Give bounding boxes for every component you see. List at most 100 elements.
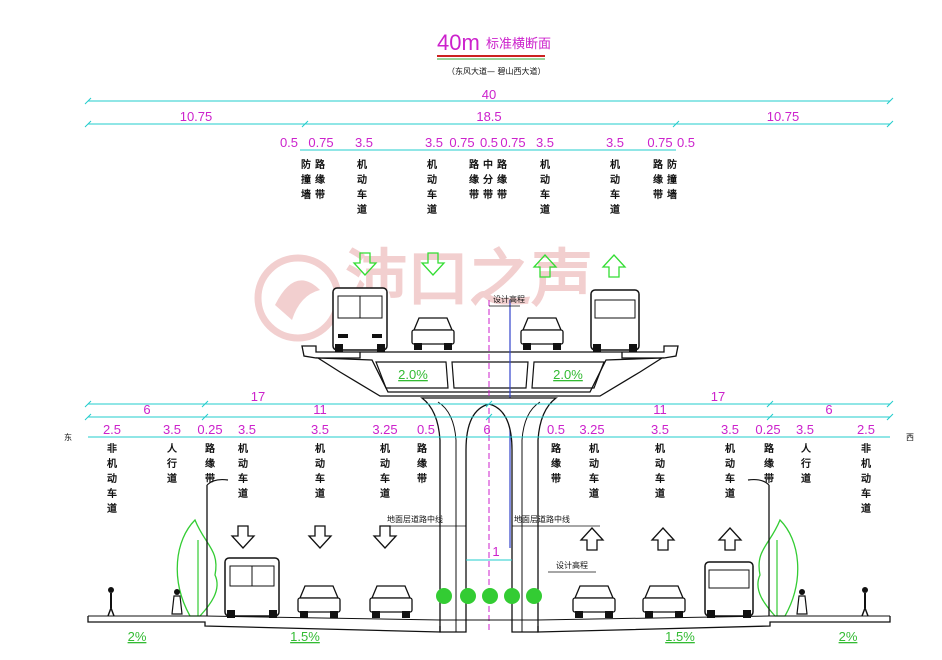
dim-bottom-lane: 3.5 xyxy=(163,422,181,437)
dim-bottom-lane: 3.25 xyxy=(579,422,604,437)
dim-top-lane: 0.5 xyxy=(480,135,498,150)
dim-bottom-lane: 3.25 xyxy=(372,422,397,437)
dim-half-right: 17 xyxy=(711,389,725,404)
ground-vehicles xyxy=(224,557,754,618)
dim-top-lane: 0.5 xyxy=(677,135,695,150)
lane-label: 机动车道 xyxy=(655,442,665,500)
bottom-dimension-lines: 17 17 6 11 11 6 东 西 xyxy=(64,389,914,442)
dim-half-left: 17 xyxy=(251,389,265,404)
person-icon xyxy=(796,589,808,615)
lane-label: 路缘带 xyxy=(315,158,326,201)
dim-bottom-lane: 0.25 xyxy=(755,422,780,437)
title-block: 40m 标准横断面 （东风大道— 碧山西大道） xyxy=(437,30,551,76)
dimension-ticks xyxy=(84,97,894,421)
lane-label: 非机动车道 xyxy=(861,442,871,515)
elevated-slope-left: 2.0% xyxy=(398,367,428,382)
bus-icon xyxy=(704,561,754,618)
street-lamp-icon xyxy=(206,478,229,616)
dim-bottom-lane: 6 xyxy=(483,422,490,437)
ground-center-line-right: 地面层道路中线 xyxy=(514,514,570,524)
arrow-down-icon xyxy=(307,525,333,549)
shrub-icon xyxy=(504,588,520,604)
person-icon xyxy=(107,587,115,617)
arrow-up-icon xyxy=(717,527,743,551)
dim-bottom-lane: 3.5 xyxy=(238,422,256,437)
bus-icon xyxy=(590,289,640,352)
arrow-down-icon xyxy=(420,252,446,276)
dim-total: 40 xyxy=(482,87,496,102)
lane-label: 机动车道 xyxy=(357,158,367,216)
dim-side-right: 10.75 xyxy=(767,109,800,124)
arrow-down-icon xyxy=(372,525,398,549)
elevated-design-elevation: 设计高程 xyxy=(493,294,525,304)
arrow-up-icon xyxy=(601,254,627,278)
dim-group-2: 11 xyxy=(313,402,327,417)
dim-group-3: 11 xyxy=(653,402,667,417)
dim-bottom-lane: 3.5 xyxy=(721,422,739,437)
arrow-down-icon xyxy=(230,525,256,549)
arrow-up-icon xyxy=(650,527,676,551)
tree-icon xyxy=(757,518,799,617)
ground-center-line-left: 地面层道路中线 xyxy=(387,514,443,524)
lane-label: 路缘带 xyxy=(764,442,775,485)
car-icon xyxy=(520,317,564,350)
tree-icon xyxy=(176,518,218,617)
dim-top-lane: 3.5 xyxy=(606,135,624,150)
person-icon xyxy=(861,587,869,617)
street-lamp-icon xyxy=(747,478,770,616)
bus-icon xyxy=(224,557,280,618)
shrub-icon xyxy=(460,588,476,604)
lane-label: 中分带 xyxy=(483,158,493,201)
dim-top-lane: 0.5 xyxy=(280,135,298,150)
dim-side-left: 10.75 xyxy=(180,109,213,124)
ground-surface: 2% 1.5% 1.5% 2% xyxy=(87,615,891,644)
lane-label: 人行道 xyxy=(166,442,178,485)
dim-top-lane: 3.5 xyxy=(425,135,443,150)
ground-slope-4: 2% xyxy=(839,629,858,644)
lane-label: 人行道 xyxy=(800,442,812,485)
dim-bottom-lane: 2.5 xyxy=(857,422,875,437)
dim-top-lane: 0.75 xyxy=(500,135,525,150)
ground-lane-arrows xyxy=(230,525,743,551)
top-dimension-lines: 40 10.75 18.5 10.75 xyxy=(88,87,890,151)
lane-label: 路缘带 xyxy=(653,158,664,201)
arrow-up-icon xyxy=(532,254,558,278)
dim-top-lane: 0.75 xyxy=(449,135,474,150)
dim-group-4: 6 xyxy=(825,402,832,417)
median-shrubs xyxy=(436,588,542,604)
lane-label: 机动车道 xyxy=(380,442,390,500)
dim-bottom-lane: 2.5 xyxy=(103,422,121,437)
title-subtitle: （东风大道— 碧山西大道） xyxy=(447,66,546,76)
shrub-icon xyxy=(526,588,542,604)
car-icon xyxy=(369,585,413,618)
lane-label: 机动车道 xyxy=(540,158,550,216)
watermark-logo-bird-icon xyxy=(275,280,320,320)
lane-label: 机动车道 xyxy=(610,158,620,216)
dim-bottom-lane: 3.5 xyxy=(311,422,329,437)
elevated-slope-right: 2.0% xyxy=(553,367,583,382)
ground-center-dim: 1 xyxy=(492,544,499,559)
elevated-vehicles xyxy=(332,287,640,352)
ground-slope-2: 1.5% xyxy=(290,629,320,644)
lane-label: 机动车道 xyxy=(589,442,599,500)
lane-label: 路缘带 xyxy=(469,158,480,201)
car-icon xyxy=(572,585,616,618)
bus-icon xyxy=(332,287,388,352)
lane-label: 机动车道 xyxy=(725,442,735,500)
lane-label: 防撞墙 xyxy=(301,158,311,201)
lane-label: 路缘带 xyxy=(205,442,216,485)
ground-annotations: 地面层道路中线 地面层道路中线 1 设计高程 xyxy=(387,514,600,573)
dim-bottom-lane: 0.5 xyxy=(417,422,435,437)
arrow-down-icon xyxy=(352,252,378,276)
elevated-deck: 设计高程 2.0% 2.0% xyxy=(301,294,679,632)
dim-top-lane: 0.75 xyxy=(647,135,672,150)
dim-group-1: 6 xyxy=(143,402,150,417)
dim-bottom-lane: 3.5 xyxy=(651,422,669,437)
lane-label: 防撞墙 xyxy=(667,158,677,201)
person-icon xyxy=(171,589,183,615)
side-mark-west: 西 xyxy=(906,433,914,442)
lane-label: 机动车道 xyxy=(238,442,248,500)
